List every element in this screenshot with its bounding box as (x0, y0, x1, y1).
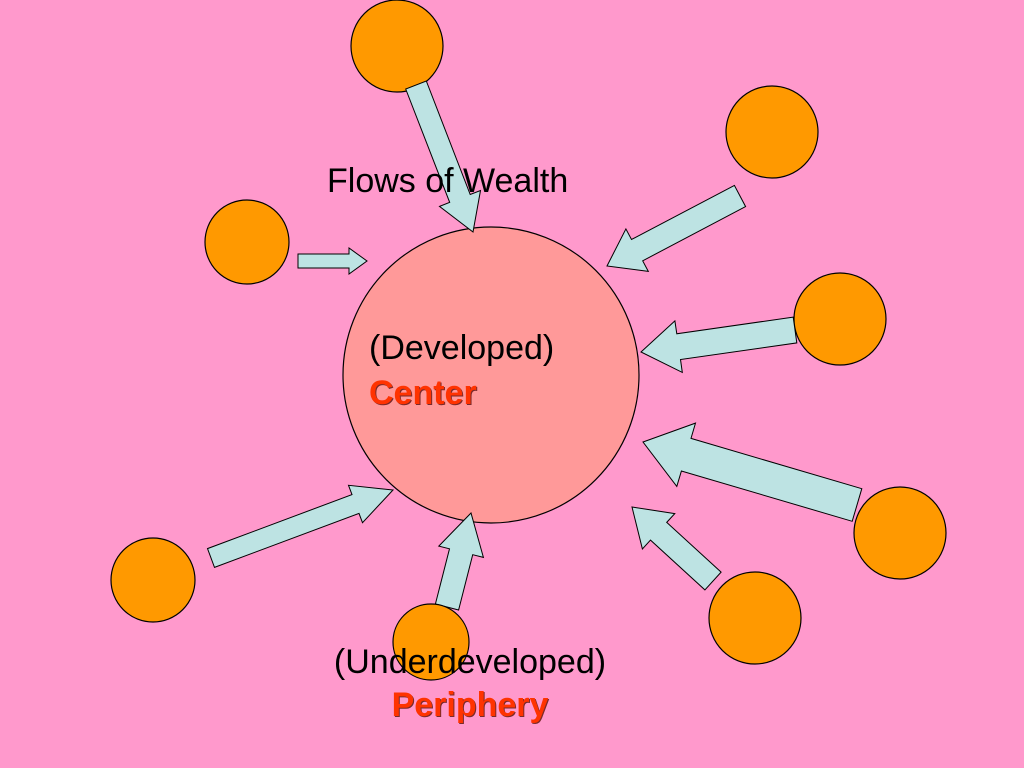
periphery-node-bottom-right (708, 571, 802, 665)
periphery-node-left (204, 199, 290, 285)
periphery-node-bottom (392, 603, 470, 681)
arrow-from-upper-right (606, 184, 747, 273)
center-circle (342, 226, 640, 524)
arrow-from-lower-right (642, 422, 863, 522)
diagram-title: Flows of Wealth (327, 162, 569, 200)
arrow-from-top (405, 80, 482, 233)
periphery-node-top (350, 0, 444, 93)
arrow-from-left (297, 247, 368, 275)
arrow-from-bottom (434, 512, 485, 611)
center-label: (Developed) Center (369, 326, 554, 416)
periphery-node-lower-left (110, 537, 196, 623)
center-qualifier: (Developed) (369, 329, 555, 367)
periphery-node-upper-right (725, 85, 819, 179)
periphery-label: (Underdeveloped) Periphery (300, 641, 640, 727)
center-name: Center (369, 374, 477, 412)
arrow-from-bottom-right (631, 506, 722, 591)
arrow-from-lower-left (206, 484, 395, 569)
periphery-qualifier: (Underdeveloped) (333, 643, 607, 681)
periphery-node-lower-right (853, 486, 947, 580)
arrow-from-right (640, 316, 798, 374)
periphery-node-right (793, 272, 887, 366)
periphery-name: Periphery (391, 686, 549, 724)
